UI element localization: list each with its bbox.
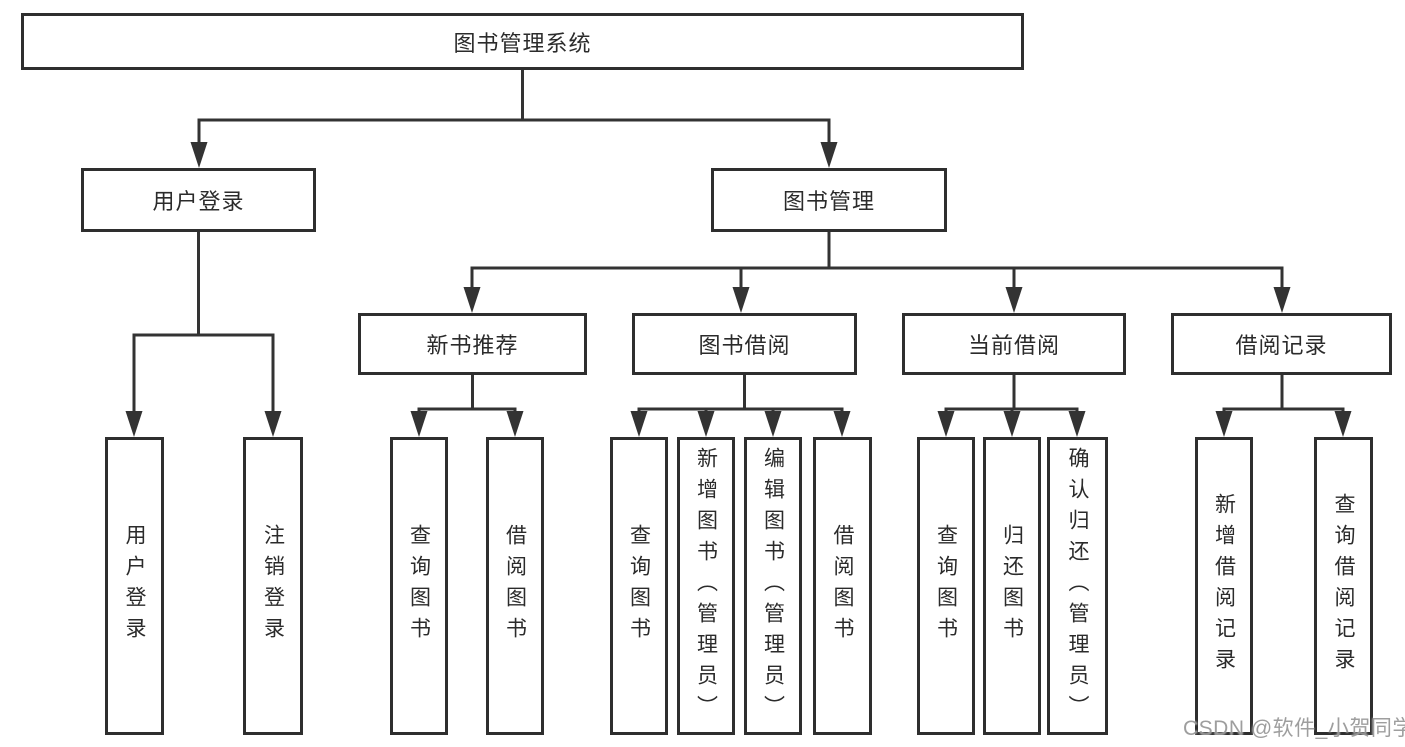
node-borrow-records: 借阅记录 [1171,313,1392,375]
node-user-login: 用户登录 [81,168,316,232]
node-book-management: 图书管理 [711,168,947,232]
connector-user-login-children [125,231,282,437]
node-leaf-return-book: 归还图书 [983,437,1041,735]
node-leaf-query-book-cb-label: 查询图书 [934,524,958,648]
node-leaf-user-login: 用户登录 [105,437,164,735]
node-leaf-query-borrow-record: 查询借阅记录 [1314,437,1373,735]
node-current-borrow-label: 当前借阅 [967,333,1060,358]
node-book-borrow-label: 图书借阅 [698,333,791,358]
node-library-system: 图书管理系统 [21,13,1024,70]
node-user-login-label: 用户登录 [152,189,245,214]
node-leaf-confirm-return-admin: 确认归还（管理员） [1047,437,1108,735]
node-leaf-add-borrow-record-label: 新增借阅记录 [1212,493,1236,679]
node-leaf-query-book-cb: 查询图书 [917,437,975,735]
node-leaf-query-book-bb: 查询图书 [610,437,668,735]
connector-root-to-level2 [190,68,838,168]
node-leaf-logout-label: 注销登录 [261,524,285,648]
node-leaf-edit-book-admin: 编辑图书（管理员） [744,437,802,735]
node-leaf-query-book-rec: 查询图书 [390,437,448,735]
node-leaf-add-book-admin-label: 新增图书（管理员） [694,446,718,726]
watermark: CSDN @软件_小贺同学 [1183,717,1405,740]
node-current-borrow: 当前借阅 [902,313,1126,375]
node-leaf-logout: 注销登录 [243,437,303,735]
node-leaf-borrow-book-rec: 借阅图书 [486,437,544,735]
connector-new-book-rec-children [410,374,524,437]
node-leaf-query-book-bb-label: 查询图书 [627,524,651,648]
connector-book-mgmt-children [463,231,1291,313]
connector-current-borrow-children [937,374,1086,437]
node-leaf-query-borrow-record-label: 查询借阅记录 [1332,493,1355,679]
node-borrow-records-label: 借阅记录 [1235,333,1328,358]
node-leaf-edit-book-admin-label: 编辑图书（管理员） [761,446,785,726]
node-leaf-borrow-book-bb-label: 借阅图书 [831,524,854,648]
node-leaf-borrow-book-bb: 借阅图书 [813,437,872,735]
node-leaf-query-book-rec-label: 查询图书 [407,524,431,648]
node-book-management-label: 图书管理 [782,189,875,214]
node-book-borrow: 图书借阅 [632,313,857,375]
connector-book-borrow-children [630,374,851,437]
node-new-book-recommend-label: 新书推荐 [426,333,519,358]
node-leaf-add-borrow-record: 新增借阅记录 [1195,437,1253,735]
node-leaf-confirm-return-admin-label: 确认归还（管理员） [1066,446,1089,726]
node-library-system-label: 图书管理系统 [453,30,592,56]
node-new-book-recommend: 新书推荐 [358,313,587,375]
node-leaf-add-book-admin: 新增图书（管理员） [677,437,735,735]
node-leaf-user-login-label: 用户登录 [123,524,146,648]
connector-borrow-records-children [1215,374,1352,437]
node-leaf-borrow-book-rec-label: 借阅图书 [503,524,527,648]
node-leaf-return-book-label: 归还图书 [1000,524,1024,648]
